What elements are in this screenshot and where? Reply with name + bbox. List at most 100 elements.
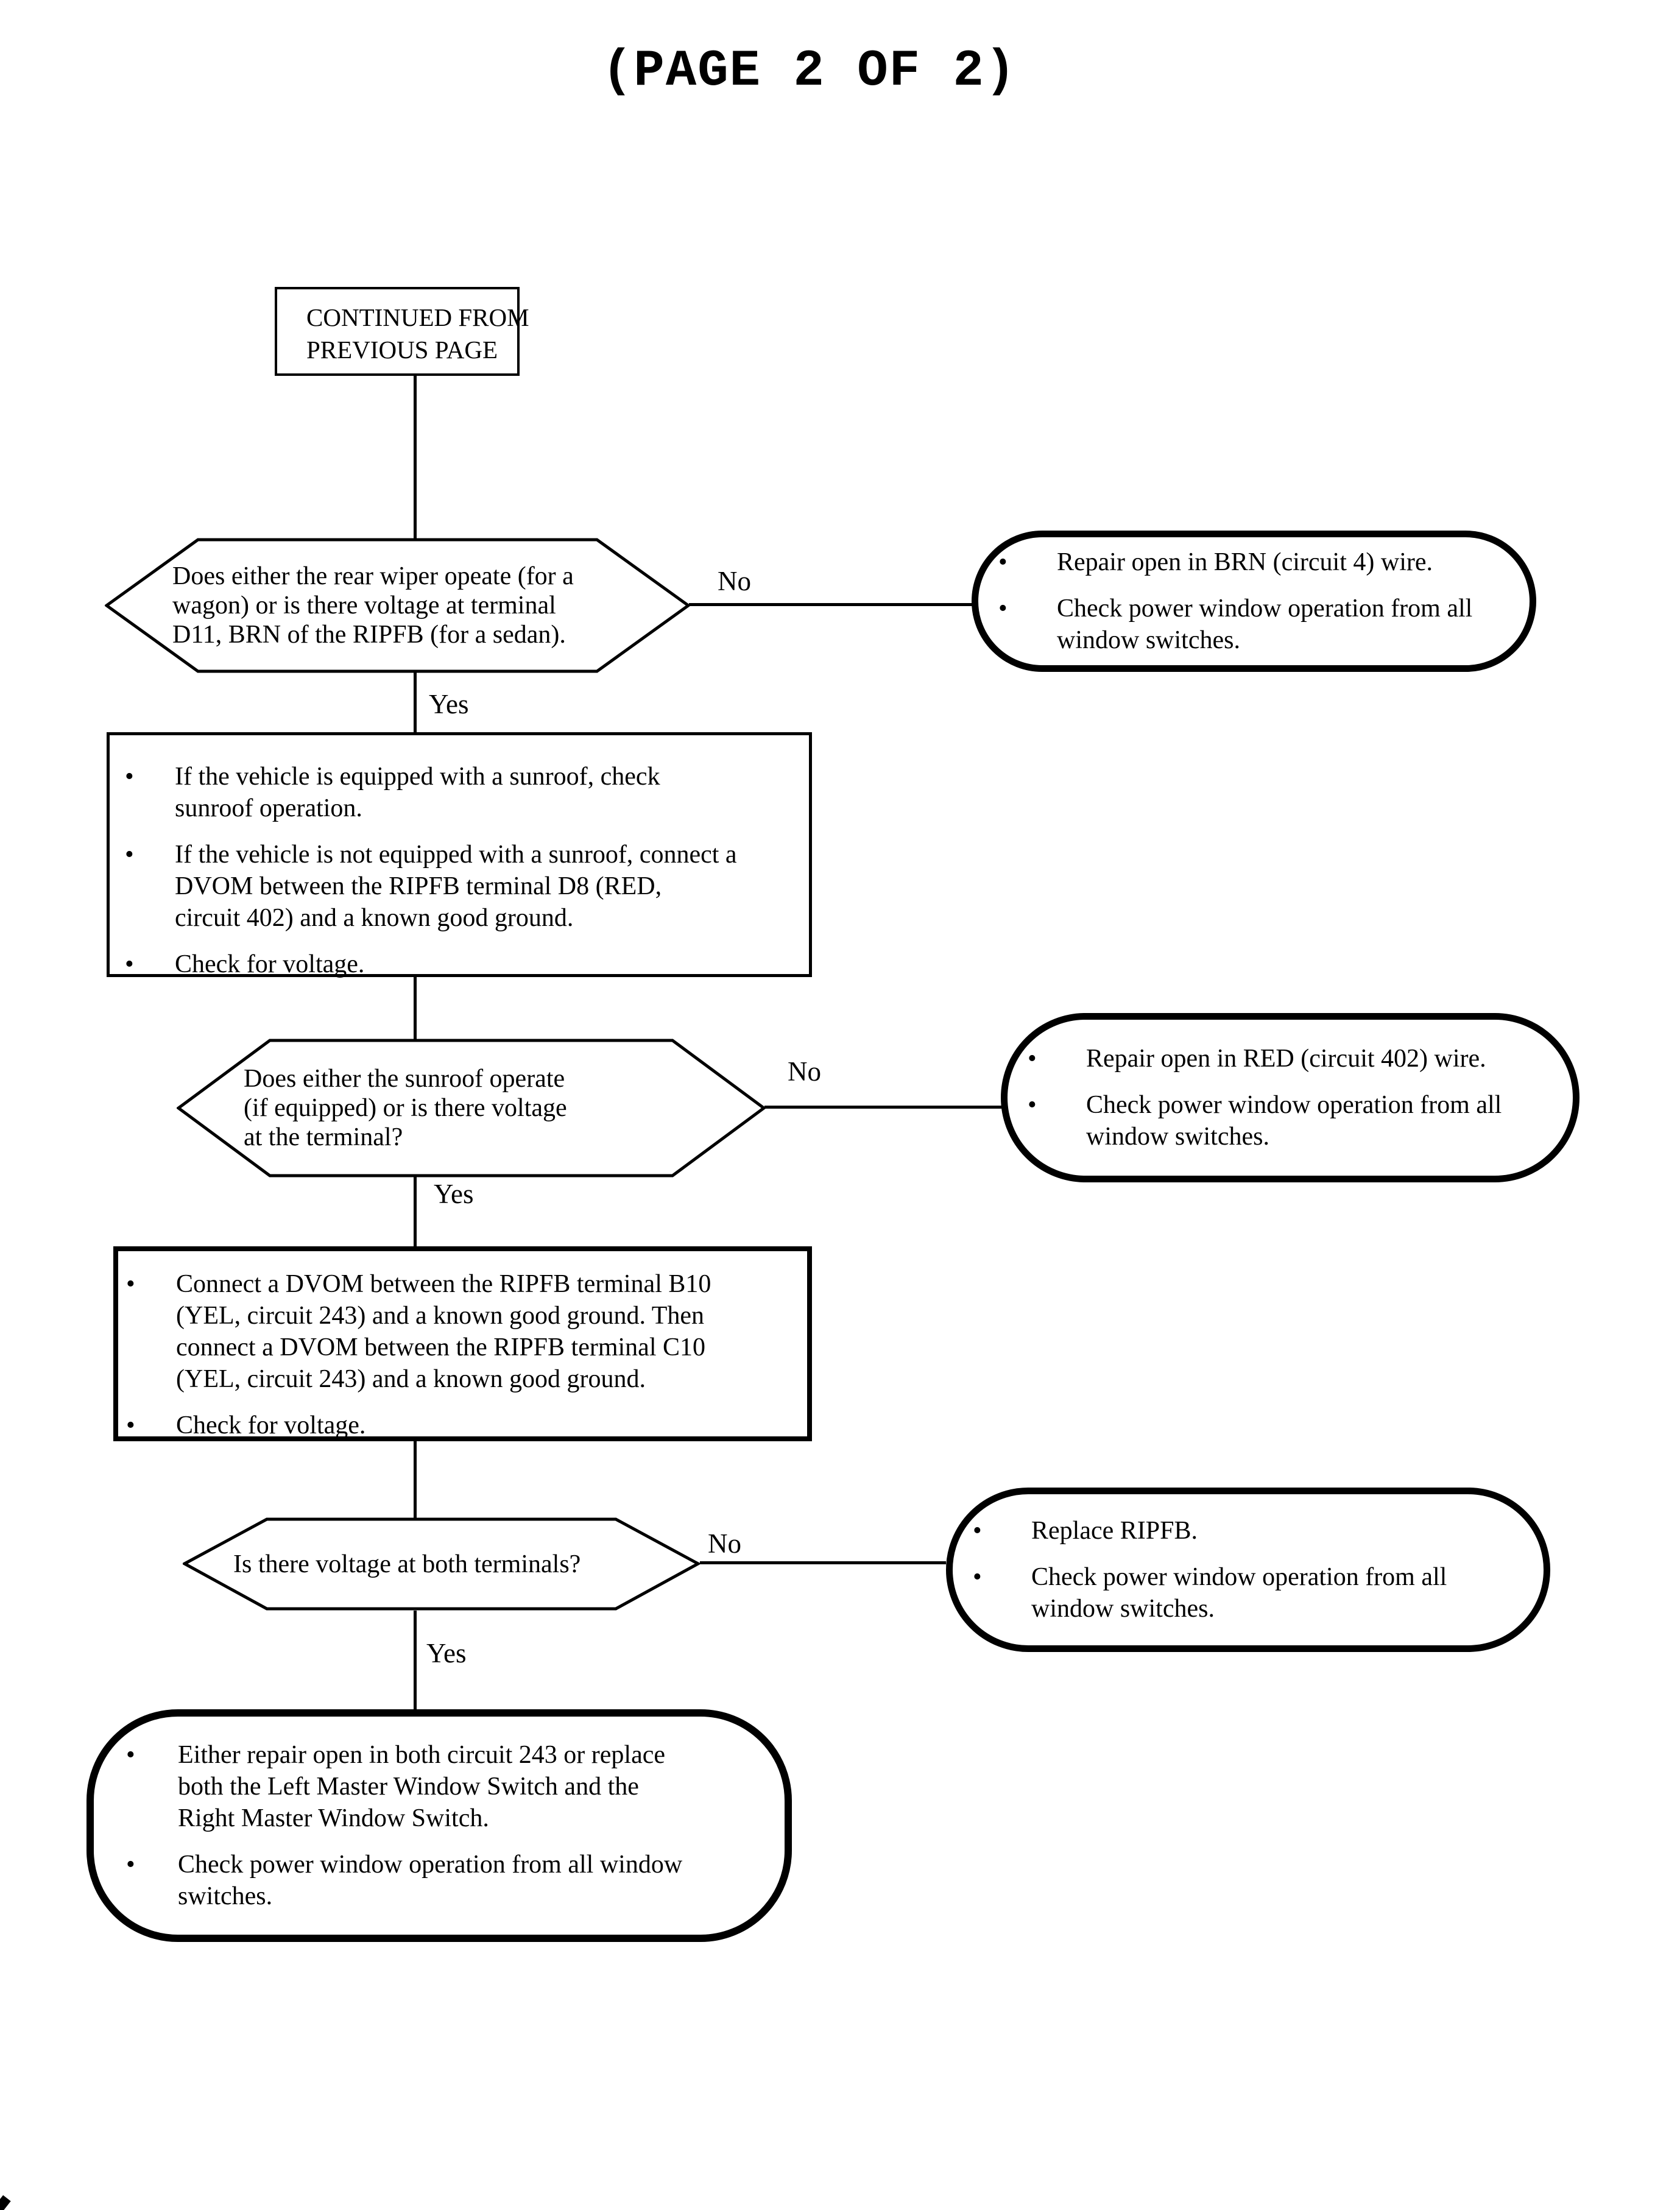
text-line: Check power window operation from all wi… bbox=[178, 1851, 683, 1879]
bullet-item: • Check power window operation from all wi… bbox=[973, 1561, 1544, 1625]
bullet-text: Check for voltage. bbox=[176, 1410, 365, 1441]
bullet-text: If the vehicle is not equipped with a su… bbox=[175, 839, 737, 934]
bullet-icon: • bbox=[1028, 1091, 1037, 1119]
edge-decision3-yes bbox=[414, 1611, 417, 1710]
bullet-item: • Check for voltage. bbox=[125, 948, 803, 980]
decision-rear-wiper-shape bbox=[105, 538, 690, 673]
bullet-icon: • bbox=[125, 950, 134, 978]
text-line: wagon) or is there voltage at terminal bbox=[172, 591, 556, 620]
action-dvom-circuit-243: • Connect a DVOM between the RIPFB termin… bbox=[113, 1246, 812, 1441]
edge-continued-to-decision1 bbox=[414, 376, 417, 540]
decision-both-terminals: Is there voltage at both terminals? bbox=[233, 1517, 672, 1611]
bullet-item: • Check power window operation from all wi… bbox=[998, 593, 1530, 656]
bullet-icon: • bbox=[998, 595, 1008, 623]
text-line: Is there voltage at both terminals? bbox=[233, 1550, 581, 1578]
text-line: D11, BRN of the RIPFB (for a sedan). bbox=[172, 621, 566, 649]
bullet-item: • Either repair open in both circuit 243 … bbox=[126, 1739, 785, 1834]
bullet-icon: • bbox=[125, 763, 134, 791]
text-line: CONTINUED FROM bbox=[306, 303, 529, 331]
text-line: (YEL, circuit 243) and a known good grou… bbox=[176, 1302, 705, 1330]
text-line: Connect a DVOM between the RIPFB termina… bbox=[176, 1270, 711, 1298]
decision-sunroof: Does either the sunroof operate(if equip… bbox=[244, 1039, 646, 1177]
text-line: sunroof operation. bbox=[175, 794, 362, 822]
edge-action2-to-decision3 bbox=[414, 1441, 417, 1519]
edge-decision1-no bbox=[689, 603, 973, 606]
text-line: Does either the sunroof operate bbox=[244, 1065, 565, 1093]
text-line: connect a DVOM between the RIPFB termina… bbox=[176, 1333, 705, 1361]
text-line: Replace RIPFB. bbox=[1031, 1517, 1198, 1545]
bullet-icon: • bbox=[1028, 1045, 1037, 1073]
bullet-text: If the vehicle is equipped with a sunroo… bbox=[175, 761, 660, 824]
text-line: Repair open in BRN (circuit 4) wire. bbox=[1057, 548, 1433, 576]
terminal-replace-ripfb: • Replace RIPFB. • Check power window opera… bbox=[946, 1488, 1550, 1652]
text-line: window switches. bbox=[1057, 626, 1240, 654]
edge-decision3-no bbox=[700, 1561, 946, 1564]
text-line: (if equipped) or is there voltage bbox=[244, 1094, 567, 1122]
text-line: Does either the rear wiper opeate (for a bbox=[172, 562, 574, 590]
text-line: Right Master Window Switch. bbox=[178, 1804, 489, 1832]
bullet-icon: • bbox=[998, 548, 1008, 576]
text-line: Check power window operation from all bbox=[1057, 595, 1473, 623]
text-line: If the vehicle is not equipped with a su… bbox=[175, 841, 737, 869]
no-label-2: No bbox=[788, 1056, 821, 1087]
yes-label-3: Yes bbox=[426, 1638, 467, 1668]
bullet-text: Repair open in RED (circuit 402) wire. bbox=[1086, 1043, 1486, 1075]
bullet-text: Check power window operation from all wi… bbox=[178, 1849, 682, 1912]
text-line: at the terminal? bbox=[244, 1123, 403, 1151]
bullet-item: • Check for voltage. bbox=[126, 1410, 801, 1441]
edge-action1-to-decision2 bbox=[414, 976, 417, 1040]
bullet-item: • If the vehicle is equipped with a sunro… bbox=[125, 761, 803, 824]
text-line: Check for voltage. bbox=[176, 1411, 366, 1439]
text-line: switches. bbox=[178, 1882, 273, 1910]
text-line: If the vehicle is equipped with a sunroo… bbox=[175, 763, 660, 791]
terminal-repair-red: •Repair open in RED (circuit 402) wire.•… bbox=[1001, 1013, 1579, 1182]
continued-box: CONTINUED FROM PREVIOUS PAGE bbox=[275, 287, 529, 376]
bullet-item: • Check power window operation from all w… bbox=[126, 1849, 785, 1912]
scan-artifact-mark bbox=[0, 2195, 11, 2210]
bullet-text: Replace RIPFB. bbox=[1031, 1515, 1198, 1547]
terminal-repair-brn: • Repair open in BRN (circuit 4) wire. • Ch… bbox=[972, 531, 1536, 672]
bullet-icon: • bbox=[973, 1563, 982, 1591]
decision-sunroof-shape bbox=[177, 1039, 766, 1177]
edge-decision2-no bbox=[764, 1106, 1003, 1109]
text-line: Check power window operation from all bbox=[1086, 1091, 1502, 1119]
text-line: Check for voltage. bbox=[175, 950, 365, 978]
bullet-icon: • bbox=[126, 1851, 135, 1879]
bullet-item: • Repair open in RED (circuit 402) wire. bbox=[1028, 1043, 1573, 1075]
edge-decision2-yes bbox=[414, 1177, 417, 1248]
bullet-text: Either repair open in both circuit 243 o… bbox=[178, 1739, 665, 1834]
text-line: window switches. bbox=[1031, 1595, 1215, 1623]
bullet-icon: • bbox=[126, 1741, 135, 1769]
bullet-text: Check power window operation from all win… bbox=[1031, 1561, 1447, 1625]
edge-decision1-yes bbox=[414, 672, 417, 733]
bullet-item: • Replace RIPFB. bbox=[973, 1515, 1544, 1547]
terminal-repair-circuit-243: • Either repair open in both circuit 243 … bbox=[86, 1709, 792, 1942]
bullet-icon: • bbox=[126, 1411, 135, 1439]
bullet-icon: • bbox=[125, 841, 134, 869]
bullet-item: • If the vehicle is not equipped with a s… bbox=[125, 839, 803, 934]
bullet-item: •Connect a DVOM between the RIPFB termin… bbox=[126, 1268, 801, 1395]
bullet-text: Check power window operation from all win… bbox=[1086, 1089, 1502, 1153]
bullet-text: Repair open in BRN (circuit 4) wire. bbox=[1057, 546, 1433, 578]
bullet-icon: • bbox=[973, 1517, 982, 1545]
bullet-text: Connect a DVOM between the RIPFB termina… bbox=[176, 1268, 711, 1395]
yes-label-2: Yes bbox=[434, 1179, 474, 1209]
no-label-3: No bbox=[708, 1528, 741, 1559]
text-line: (YEL, circuit 243) and a known good grou… bbox=[176, 1365, 646, 1393]
decision-both-terminals-shape bbox=[183, 1517, 700, 1611]
yes-label-1: Yes bbox=[429, 689, 469, 719]
text-line: PREVIOUS PAGE bbox=[306, 336, 498, 364]
decision-rear-wiper: Does either the rear wiper opeate (for a… bbox=[172, 538, 641, 673]
bullet-item: • Check power window operation from all wi… bbox=[1028, 1089, 1573, 1153]
bullet-text: Check for voltage. bbox=[175, 948, 364, 980]
text-line: Either repair open in both circuit 243 o… bbox=[178, 1741, 666, 1769]
text-line: circuit 402) and a known good ground. bbox=[175, 904, 574, 932]
page-title: (PAGE 2 OF 2) bbox=[602, 43, 1017, 101]
text-line: Check power window operation from all bbox=[1031, 1563, 1447, 1591]
bullet-item: • Repair open in BRN (circuit 4) wire. bbox=[998, 546, 1530, 578]
text-line: DVOM between the RIPFB terminal D8 (RED, bbox=[175, 872, 662, 900]
text-line: window switches. bbox=[1086, 1123, 1269, 1151]
bullet-text: Check power window operation from all win… bbox=[1057, 593, 1472, 656]
text-line: both the Left Master Window Switch and t… bbox=[178, 1773, 639, 1801]
